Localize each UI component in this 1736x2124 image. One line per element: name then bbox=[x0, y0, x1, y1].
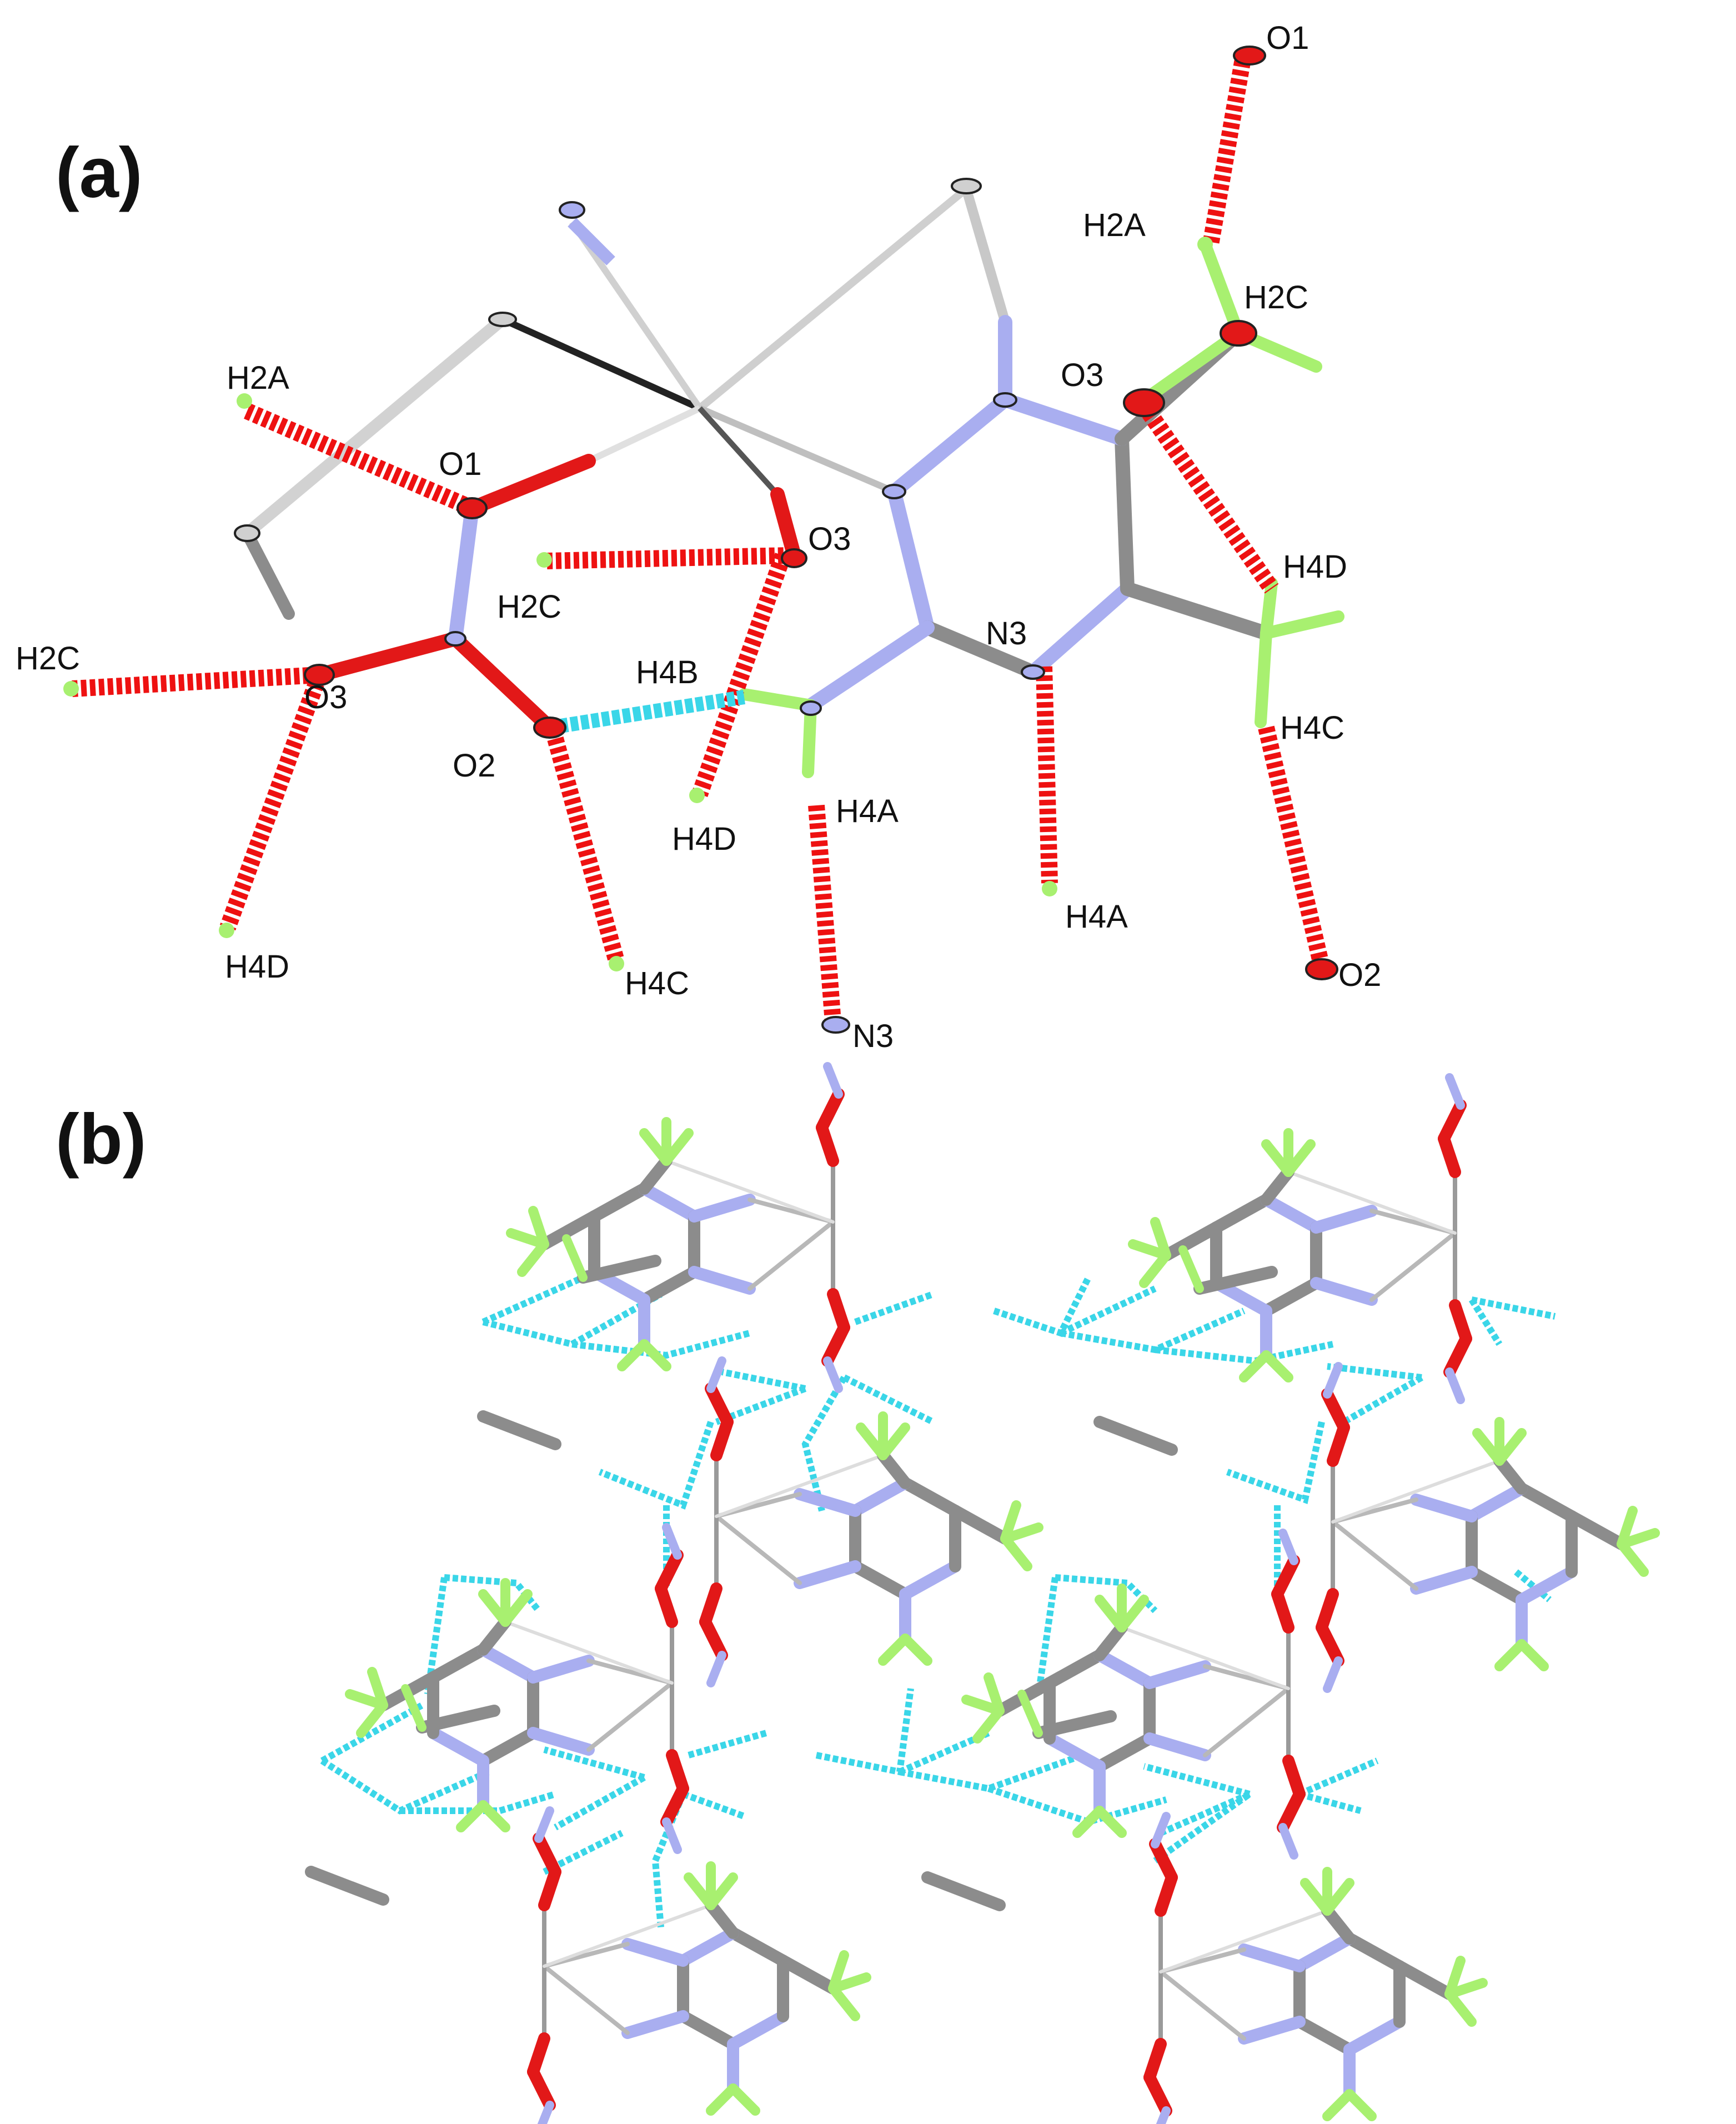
atom-label-H4A-right: H4A bbox=[1065, 899, 1128, 935]
atom-label-H4D-left: H4D bbox=[225, 949, 289, 985]
atom-label-N3-bottom: N3 bbox=[852, 1018, 894, 1054]
atom-label-H2A-left: H2A bbox=[227, 360, 289, 396]
atom-label-H2A-top: H2A bbox=[1083, 207, 1146, 243]
panel-a-asymmetric-unit: O1 H2A H2C O3 H2A O1 O3 H2C H4D N3 H4B H… bbox=[16, 20, 1381, 1054]
atom-label-H4D-mid: H4D bbox=[672, 821, 736, 857]
atom-label-O2-right: O2 bbox=[1338, 957, 1381, 993]
atom-label-O3-top: O3 bbox=[1061, 357, 1103, 393]
panel-a-label: (a) bbox=[56, 133, 142, 213]
atom-label-H2C-top: H2C bbox=[1244, 279, 1308, 315]
atom-label-O3-mid: O3 bbox=[808, 521, 851, 557]
atom-label-O1-top: O1 bbox=[1266, 20, 1309, 56]
atom-label-N3-mid: N3 bbox=[986, 615, 1027, 652]
atom-label-O1-mid: O1 bbox=[439, 446, 481, 482]
atom-label-H4A-mid: H4A bbox=[836, 793, 899, 829]
atom-label-H4C-right: H4C bbox=[1280, 710, 1344, 746]
panel-b-hydrogen-bond-network bbox=[305, 1066, 1655, 2124]
atom-label-H2C-left: H2C bbox=[16, 640, 80, 677]
atom-label-O3-left: O3 bbox=[304, 679, 347, 715]
atom-label-H4D-right: H4D bbox=[1283, 549, 1347, 585]
atom-label-H4C-mid: H4C bbox=[625, 965, 689, 1001]
atom-label-H2C-mid: H2C bbox=[497, 589, 561, 625]
atom-label-O2-mid: O2 bbox=[453, 748, 495, 784]
panel-b-label: (b) bbox=[56, 1100, 146, 1179]
atom-label-H4B: H4B bbox=[636, 654, 699, 690]
